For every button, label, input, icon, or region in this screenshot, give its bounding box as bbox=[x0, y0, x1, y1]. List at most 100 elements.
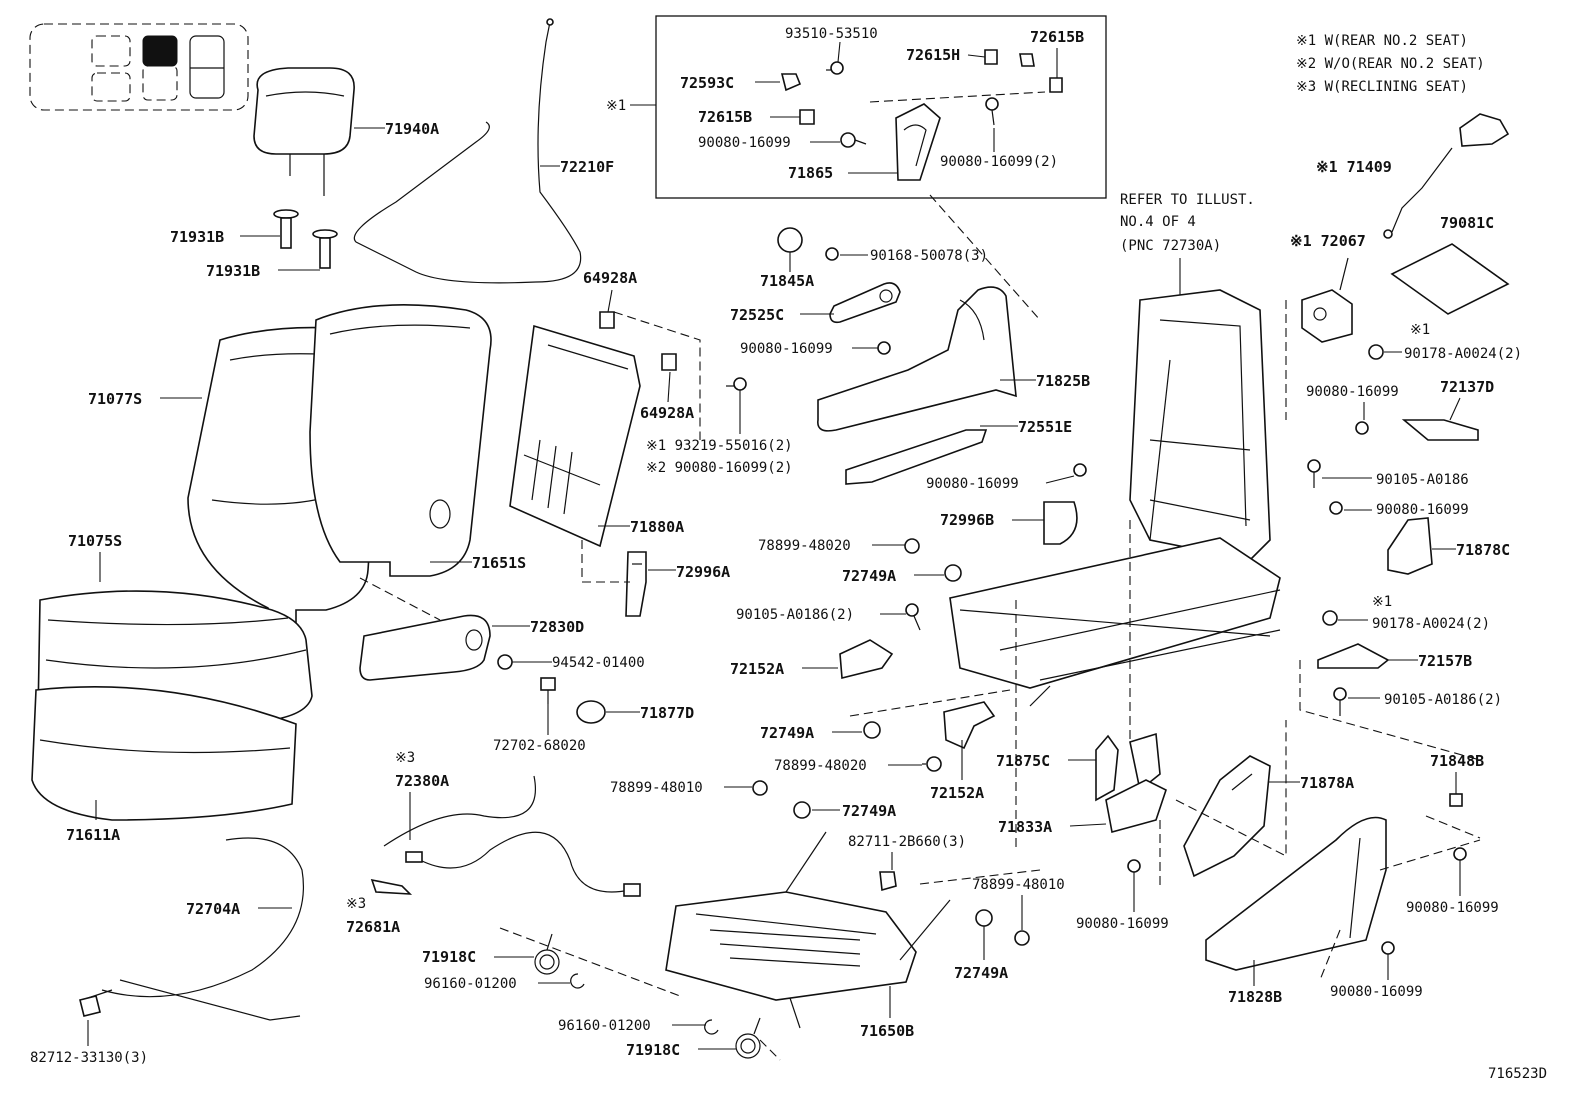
label-90080-16099-c: 90080-16099 bbox=[926, 476, 1019, 492]
label-72551E: 72551E bbox=[1018, 418, 1072, 436]
label-93219-55016: ※1 93219-55016(2) bbox=[646, 438, 793, 454]
label-90080-16099-r5: 90080-16099 bbox=[1330, 984, 1423, 1000]
label-90080-16099-mid: 90080-16099 bbox=[740, 341, 833, 357]
seatback-pad-71651S bbox=[309, 304, 492, 577]
screw-90168 bbox=[825, 247, 839, 261]
label-72830D: 72830D bbox=[530, 618, 584, 636]
label-79081C: 79081C bbox=[1440, 214, 1494, 232]
label-72749A-b: 72749A bbox=[760, 724, 814, 742]
label-71918C-a: 71918C bbox=[422, 948, 476, 966]
bolt-90105-r bbox=[1307, 459, 1321, 488]
label-72137D: 72137D bbox=[1440, 378, 1494, 396]
bolt-78899-48010-b bbox=[1014, 930, 1030, 946]
label-96160-01200-a: 96160-01200 bbox=[424, 976, 517, 992]
bolt-90080-r3 bbox=[1127, 859, 1141, 873]
cover-71833A bbox=[1105, 779, 1167, 834]
refer-note-line-1: REFER TO ILLUST. bbox=[1120, 192, 1255, 208]
label-71918C-b: 71918C bbox=[626, 1041, 680, 1059]
label-72749A-c: 72749A bbox=[842, 802, 896, 820]
label-72067: ※1 72067 bbox=[1290, 232, 1366, 250]
label-72615B-mid: 72615B bbox=[698, 108, 752, 126]
label-71077S: 71077S bbox=[88, 390, 142, 408]
ring-96160-b bbox=[704, 1019, 719, 1035]
label-71878A: 71878A bbox=[1300, 774, 1354, 792]
nut-72749A-a bbox=[944, 564, 962, 582]
label-72152A-a: 72152A bbox=[730, 660, 784, 678]
label-72681A-marker: ※3 bbox=[346, 896, 366, 912]
bolt-90080-box-right bbox=[985, 97, 999, 126]
label-82712-33130: 82712-33130(3) bbox=[30, 1050, 148, 1066]
label-64928A-b: 64928A bbox=[640, 404, 694, 422]
label-72593C: 72593C bbox=[680, 74, 734, 92]
clip-72615H bbox=[984, 49, 998, 65]
bracket-72551E bbox=[845, 429, 988, 485]
label-71075S: 71075S bbox=[68, 532, 122, 550]
nut-72749A-b bbox=[863, 721, 881, 739]
bolt-90080-box-left bbox=[840, 132, 867, 148]
cable-72210F bbox=[353, 21, 582, 284]
seat-pad-71611A bbox=[31, 686, 297, 821]
label-90080-16099-r2: 90080-16099 bbox=[1376, 502, 1469, 518]
bracket-71865 bbox=[895, 103, 941, 181]
switch-72996A bbox=[625, 551, 647, 617]
clip-71848B bbox=[1449, 793, 1463, 807]
label-78899-48020-a: 78899-48020 bbox=[758, 538, 851, 554]
ring-96160-a bbox=[570, 973, 585, 989]
clip-64928A-a bbox=[599, 311, 615, 329]
label-90178-a-marker: ※1 bbox=[1410, 322, 1430, 338]
cover-71878A bbox=[1183, 755, 1271, 878]
harness-72380A bbox=[383, 775, 631, 893]
label-90080-16099-box-right: 90080-16099(2) bbox=[940, 154, 1058, 170]
label-90080-16099-r1: 90080-16099 bbox=[1306, 384, 1399, 400]
label-90105-A0186-r: 90105-A0186 bbox=[1376, 472, 1469, 488]
refer-note-line-3: (PNC 72730A) bbox=[1120, 238, 1221, 254]
label-90080-16099-x2: ※2 90080-16099(2) bbox=[646, 460, 793, 476]
headrest-71940A bbox=[253, 67, 355, 196]
lock-71409 bbox=[1383, 113, 1510, 239]
knob-71845A bbox=[777, 227, 803, 253]
label-72702-68020: 72702-68020 bbox=[493, 738, 586, 754]
bolt-90080-r5 bbox=[1381, 941, 1395, 955]
label-96160-01200-b: 96160-01200 bbox=[558, 1018, 651, 1034]
bolt-78899-48010-a bbox=[752, 780, 768, 796]
cover-79081C bbox=[1390, 243, 1510, 315]
harness-72704A bbox=[81, 837, 304, 1021]
label-72749A-a: 72749A bbox=[842, 567, 896, 585]
label-71880A: 71880A bbox=[630, 518, 684, 536]
label-90080-16099-box-left: 90080-16099 bbox=[698, 135, 791, 151]
bolt-78899-48020-a bbox=[904, 538, 920, 554]
label-72152A-b: 72152A bbox=[930, 784, 984, 802]
bolt-90080-mid bbox=[877, 341, 891, 355]
label-90178-A0024-a: 90178-A0024(2) bbox=[1404, 346, 1522, 362]
bolt-90105-2 bbox=[905, 603, 921, 631]
bolt-90080-r4 bbox=[1453, 847, 1467, 861]
label-72681A: 72681A bbox=[346, 918, 400, 936]
label-71825B: 71825B bbox=[1036, 372, 1090, 390]
guide-71931B-b bbox=[312, 229, 338, 269]
label-90105-A0186-2: 90105-A0186(2) bbox=[736, 607, 854, 623]
seat-position-icon bbox=[29, 23, 249, 111]
label-72380A-marker: ※3 bbox=[395, 750, 415, 766]
bracket-72152A-a bbox=[839, 639, 894, 680]
cover-72996B bbox=[1043, 501, 1078, 545]
label-71845A: 71845A bbox=[760, 272, 814, 290]
label-72380A: 72380A bbox=[395, 772, 449, 790]
bracket-72137D bbox=[1401, 419, 1479, 441]
label-72996B: 72996B bbox=[940, 511, 994, 529]
label-90168-50078: 90168-50078(3) bbox=[870, 248, 988, 264]
armrest-72830D bbox=[359, 614, 491, 681]
spring-71918C-b bbox=[735, 1017, 761, 1059]
back-board-71880A bbox=[509, 324, 641, 548]
clip-82711 bbox=[879, 871, 897, 892]
label-72615B-top: 72615B bbox=[1030, 28, 1084, 46]
label-72525C: 72525C bbox=[730, 306, 784, 324]
bracket-72152A-b bbox=[943, 701, 996, 750]
bolt-90105-r2 bbox=[1333, 687, 1347, 716]
box-marker: ※1 bbox=[606, 98, 626, 114]
label-78899-48020-b: 78899-48020 bbox=[774, 758, 867, 774]
bolt-72702 bbox=[540, 677, 556, 704]
label-71651S: 71651S bbox=[472, 554, 526, 572]
label-72210F: 72210F bbox=[560, 158, 614, 176]
label-71409: ※1 71409 bbox=[1316, 158, 1392, 176]
